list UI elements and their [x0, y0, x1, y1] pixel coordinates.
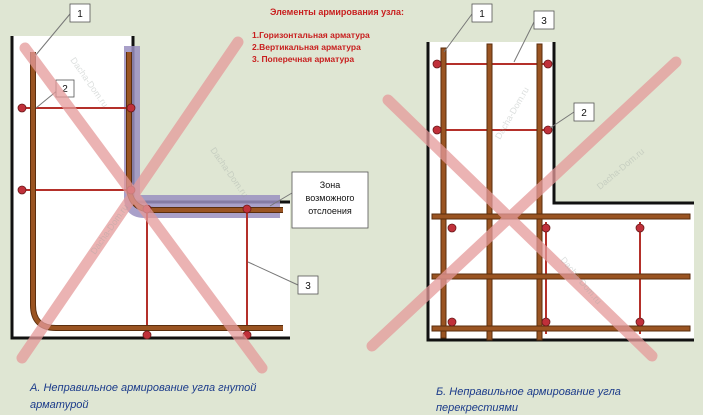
leader-line — [513, 21, 535, 63]
left-caption-line2: арматурой — [30, 399, 89, 411]
legend-item-3: 3. Поперечная арматура — [252, 54, 354, 64]
callout-1: 1 — [77, 9, 83, 20]
legend-item-2: 2.Вертикальная арматура — [252, 42, 361, 52]
callout-box — [573, 102, 595, 122]
node — [17, 103, 27, 113]
node — [543, 59, 553, 69]
callout-2: 2 — [581, 108, 587, 119]
leader-line — [549, 111, 575, 129]
left-bent-rebar-inner — [126, 52, 283, 213]
legend: Элементы армирования узла: 1.Горизонталь… — [252, 7, 404, 64]
watermark: Dacha-Dom.ru — [595, 146, 646, 191]
left-stirrups — [24, 107, 248, 333]
legend-item-1: 1.Горизонтальная арматура — [252, 30, 370, 40]
right-caption-line2: перекрестиями — [436, 402, 518, 414]
zone-label-line1: Зона — [320, 180, 340, 190]
legend-title: Элементы армирования узла: — [270, 7, 404, 17]
right-caption-line1: Б. Неправильное армирование угла — [436, 386, 621, 398]
right-callouts: 1 3 2 — [443, 3, 595, 129]
zone-label-line3: отслоения — [308, 206, 352, 216]
callout-box — [69, 3, 91, 23]
right-concrete-body — [428, 42, 694, 340]
right-panel: 1 3 2 Б. Неправильное армирование угла п… — [366, 3, 694, 414]
delamination-zone — [124, 46, 280, 218]
right-wrong-cross — [366, 56, 682, 362]
node — [432, 59, 442, 69]
rebar — [431, 325, 691, 332]
left-bent-rebar-inner-fill — [127, 52, 283, 212]
left-bent-rebar-outer-fill — [31, 52, 283, 330]
node — [541, 223, 551, 233]
callout-2: 2 — [62, 84, 68, 95]
node — [17, 185, 27, 195]
leader-line — [247, 261, 299, 286]
callout-3: 3 — [305, 281, 311, 292]
node — [447, 223, 457, 233]
node — [142, 330, 152, 340]
leader-line — [34, 13, 71, 57]
left-caption-line1: А. Неправильное армирование угла гнутой — [29, 382, 256, 394]
watermark: Dacha-Dom.ru — [208, 145, 250, 199]
callout-3: 3 — [541, 16, 547, 27]
node — [126, 103, 136, 113]
zone-label-box — [291, 171, 369, 229]
node — [635, 317, 645, 327]
node — [242, 204, 252, 214]
left-wrong-cross — [16, 36, 268, 374]
node — [432, 125, 442, 135]
node — [447, 317, 457, 327]
node — [541, 317, 551, 327]
right-nodes — [432, 59, 645, 327]
zone-label-line2: возможного — [306, 193, 355, 203]
callout-box — [297, 275, 319, 295]
callout-1: 1 — [479, 9, 485, 20]
leader-line — [269, 192, 293, 207]
rebar — [440, 47, 447, 339]
callout-box — [533, 10, 555, 30]
leader-line — [443, 13, 473, 53]
left-callouts: 1 2 3 Зона возможного отслоения — [34, 3, 369, 295]
rebar — [431, 213, 691, 220]
callout-box — [471, 3, 493, 23]
node — [635, 223, 645, 233]
left-panel: 1 2 3 Зона возможного отслоения А. Непра… — [10, 3, 369, 411]
